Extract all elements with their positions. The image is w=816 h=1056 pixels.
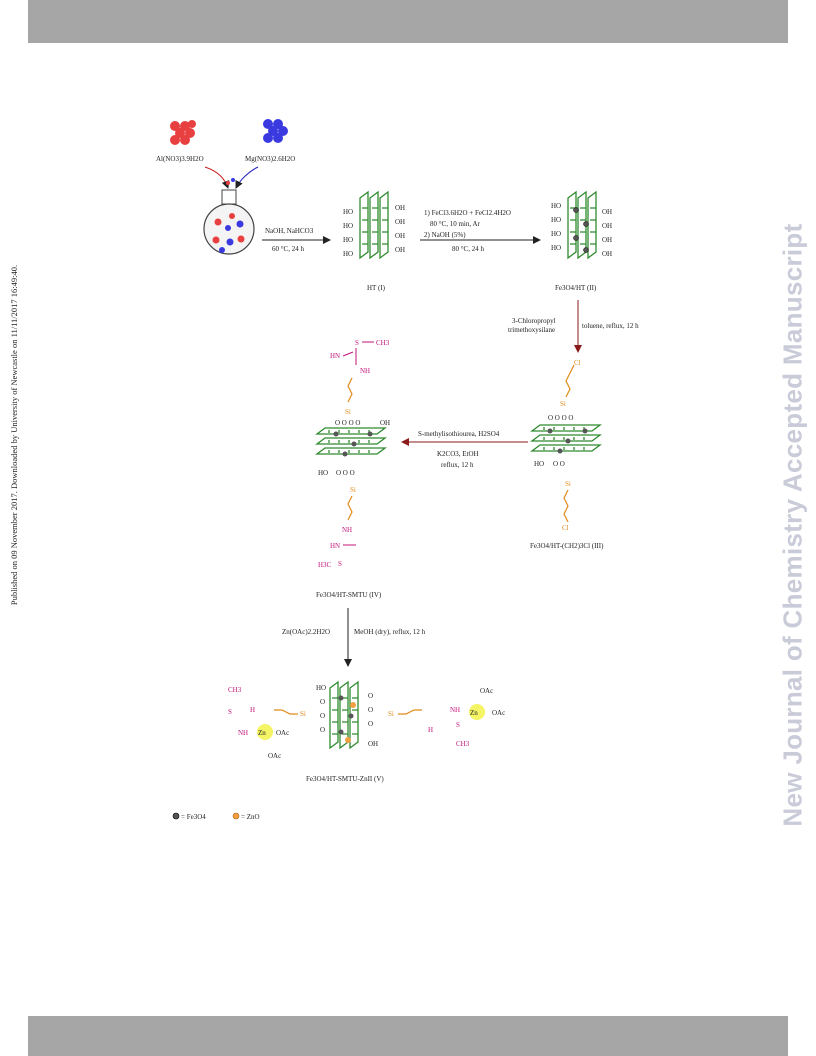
- svg-text:OH: OH: [395, 204, 405, 212]
- svg-text:OH: OH: [395, 246, 405, 254]
- step1-conditions: 60 °C, 24 h: [272, 245, 304, 253]
- svg-text:HO: HO: [551, 244, 561, 252]
- fe3o4-ht-structure: [567, 191, 597, 259]
- svg-text:HO: HO: [318, 469, 328, 477]
- compound-1-label: HT (I): [367, 284, 386, 292]
- svg-text:HO: HO: [551, 230, 561, 238]
- svg-text:NH: NH: [238, 729, 248, 737]
- svg-text:O O: O O: [553, 460, 565, 468]
- svg-text:HO: HO: [343, 250, 353, 258]
- svg-text:H3C: H3C: [318, 561, 332, 569]
- step2-conditions: 80 °C, 24 h: [452, 245, 484, 253]
- chloropropyl-structure: Cl Si O O O O HO O O Si Cl: [531, 359, 601, 532]
- step3-reagent-line2: trimethoxysilane: [508, 326, 555, 334]
- al-nitrate-cluster: [170, 120, 196, 145]
- svg-text:O: O: [368, 720, 373, 728]
- compound-2-label: Fe3O4/HT (II): [555, 284, 597, 292]
- compound-5-label: Fe3O4/HT-SMTU-ZnII (V): [306, 775, 384, 783]
- step3-conditions: toluene, reflux, 12 h: [582, 322, 639, 330]
- step4-conditions-1: K2CO3, EtOH: [437, 450, 479, 458]
- zno-legend-marker: [232, 812, 240, 820]
- mg-nitrate-label: Mg(NO3)2.6H2O: [245, 155, 295, 163]
- svg-text:O: O: [368, 706, 373, 714]
- svg-text:Si: Si: [560, 400, 566, 408]
- svg-text:HO: HO: [343, 222, 353, 230]
- header-bar: [28, 0, 788, 43]
- compound-4-label: Fe3O4/HT-SMTU (IV): [316, 591, 382, 599]
- svg-text:OH: OH: [380, 419, 390, 427]
- step2-line3: 2) NaOH (5%): [424, 231, 466, 239]
- svg-text:S: S: [338, 560, 342, 568]
- step2-line2: 80 °C, 10 min, Ar: [430, 220, 481, 228]
- svg-text:OAc: OAc: [480, 687, 493, 695]
- reaction-flask: [203, 189, 255, 255]
- step5-reagent: Zn(OAc)2.2H2O: [282, 628, 330, 636]
- svg-text:S: S: [228, 708, 232, 716]
- svg-text:HO: HO: [534, 460, 544, 468]
- svg-text:CH3: CH3: [228, 686, 242, 694]
- svg-text:CH3: CH3: [456, 740, 470, 748]
- svg-text:NH: NH: [450, 706, 460, 714]
- svg-text:S: S: [456, 721, 460, 729]
- al-nitrate-label: Al(NO3)3.9H2O: [156, 155, 204, 163]
- svg-text:NH: NH: [342, 526, 352, 534]
- step3-reagent-line1: 3-Chloropropyl: [512, 317, 556, 325]
- svg-text:Si: Si: [350, 486, 356, 494]
- step5-conditions: MeOH (dry), reflux, 12 h: [354, 628, 426, 636]
- svg-text:HO: HO: [316, 684, 326, 692]
- fe3o4-legend-marker: [172, 812, 180, 820]
- svg-text:O O O: O O O: [336, 469, 355, 477]
- svg-text:HN: HN: [330, 352, 340, 360]
- svg-text:O: O: [368, 692, 373, 700]
- compound-3-label: Fe3O4/HT-(CH2)3Cl (III): [530, 542, 604, 550]
- smtu-structure: S CH3 HN NH Si O O O O OH HO O O O Si NH H…: [316, 339, 390, 569]
- svg-text:O: O: [320, 712, 325, 720]
- zno-legend-label: = ZnO: [241, 813, 260, 821]
- svg-text:Cl: Cl: [562, 524, 569, 532]
- svg-text:O: O: [320, 698, 325, 706]
- svg-text:Si: Si: [565, 480, 571, 488]
- svg-text:OH: OH: [602, 236, 612, 244]
- svg-text:Zn: Zn: [258, 729, 266, 737]
- svg-text:OAc: OAc: [492, 709, 505, 717]
- svg-text:HN: HN: [330, 542, 340, 550]
- ht-structure: [359, 191, 389, 259]
- svg-text:Cl: Cl: [574, 359, 581, 367]
- svg-text:OH: OH: [602, 222, 612, 230]
- svg-text:OAc: OAc: [276, 729, 289, 737]
- svg-text:OAc: OAc: [268, 752, 281, 760]
- step4-conditions-2: reflux, 12 h: [441, 461, 474, 469]
- step4-reagent: S-methylisothiourea, H2SO4: [418, 430, 500, 438]
- svg-text:Si: Si: [345, 408, 351, 416]
- svg-text:O O O O: O O O O: [335, 419, 360, 427]
- svg-text:CH3: CH3: [376, 339, 390, 347]
- footer-bar: [28, 1016, 788, 1056]
- svg-text:NH: NH: [360, 367, 370, 375]
- step2-line1: 1) FeCl3.6H2O + FeCl2.4H2O: [424, 209, 511, 217]
- svg-text:OH: OH: [602, 208, 612, 216]
- svg-text:Si: Si: [300, 710, 306, 718]
- mg-nitrate-cluster: [263, 119, 288, 143]
- svg-text:OH: OH: [368, 740, 378, 748]
- svg-text:H: H: [250, 706, 255, 714]
- step1-reagent: NaOH, NaHCO3: [265, 227, 314, 235]
- svg-text:Si: Si: [388, 710, 394, 718]
- svg-text:S: S: [355, 339, 359, 347]
- zn-complex-structure: HOO OO OO OOH Si Si Zn CH3 S NH H OAc OA…: [228, 681, 505, 760]
- svg-text:O: O: [320, 726, 325, 734]
- svg-text:HO: HO: [343, 208, 353, 216]
- svg-text:O O O O: O O O O: [548, 414, 573, 422]
- svg-text:OH: OH: [395, 218, 405, 226]
- svg-text:Zn: Zn: [470, 709, 478, 717]
- svg-text:OH: OH: [602, 250, 612, 258]
- legend: = Fe3O4 = ZnO: [172, 812, 260, 821]
- svg-text:HO: HO: [343, 236, 353, 244]
- svg-text:H: H: [428, 726, 433, 734]
- svg-text:HO: HO: [551, 216, 561, 224]
- fe3o4-legend-label: = Fe3O4: [181, 813, 206, 821]
- svg-text:OH: OH: [395, 232, 405, 240]
- svg-text:HO: HO: [551, 202, 561, 210]
